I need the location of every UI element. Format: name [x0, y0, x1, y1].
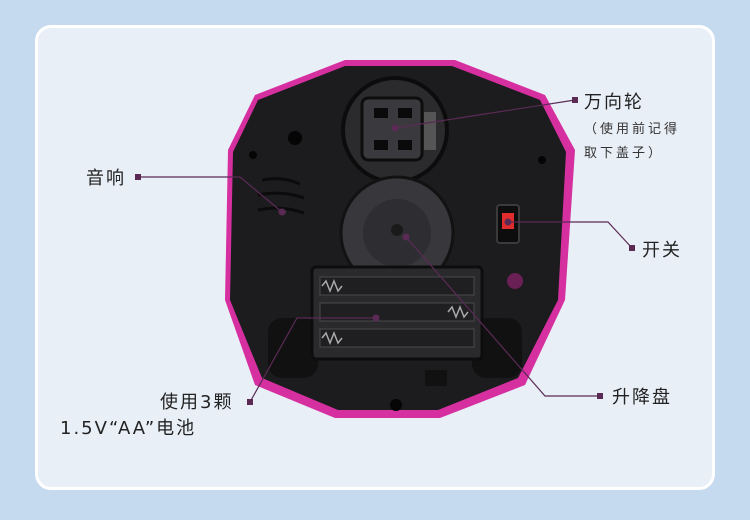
battery-spring: [447, 304, 469, 320]
leader-dot: [391, 124, 399, 132]
label-wheel: 万向轮: [584, 92, 644, 113]
battery-slot: [319, 328, 475, 348]
leader-end: [572, 97, 578, 103]
leader-dot: [504, 218, 512, 226]
leader-dots: [135, 97, 635, 405]
label-speaker: 音响: [86, 168, 126, 189]
wheel-slot: [374, 108, 388, 118]
label-wheel-note-2: 取下盖子）: [584, 146, 665, 161]
screw-hole: [288, 131, 302, 145]
compartment-tab: [425, 370, 447, 386]
right-bumper: [472, 318, 522, 378]
leader-end: [597, 393, 603, 399]
leader-end: [135, 174, 141, 180]
wheel-slot: [374, 140, 388, 150]
leader-battery: [249, 317, 376, 403]
battery-spring: [321, 330, 343, 346]
label-wheel-note-1: （使用前记得: [584, 122, 681, 137]
leader-dot: [402, 233, 410, 241]
screw-hole: [390, 399, 402, 411]
screw-hole: [507, 273, 523, 289]
leader-wheel: [394, 99, 576, 129]
leader-end: [247, 399, 253, 405]
wheel-slot: [398, 108, 412, 118]
lift-plate-center: [391, 224, 403, 236]
wheel-gear: [424, 112, 436, 150]
label-battery-2: 1.5V“AA”电池: [60, 418, 197, 439]
battery-slot: [319, 276, 475, 296]
leader-speaker: [138, 176, 283, 213]
speaker-grille: [257, 206, 305, 215]
wheel-slot: [398, 140, 412, 150]
battery-spring: [321, 278, 343, 294]
speaker-grille: [257, 191, 305, 200]
screw-hole: [249, 151, 257, 159]
label-battery-1: 使用3颗: [160, 392, 234, 413]
screw-hole: [538, 156, 546, 164]
leader-switch: [508, 221, 633, 249]
leader-dot: [372, 314, 380, 322]
leader-end: [629, 245, 635, 251]
label-switch: 开关: [642, 240, 682, 261]
label-lift-plate: 升降盘: [612, 387, 672, 408]
leader-dot: [278, 208, 286, 216]
leader-lift: [405, 236, 600, 397]
left-bumper: [268, 318, 318, 378]
battery-slot: [319, 302, 475, 322]
leader-lines: [138, 99, 633, 403]
speaker-grille: [261, 177, 301, 186]
